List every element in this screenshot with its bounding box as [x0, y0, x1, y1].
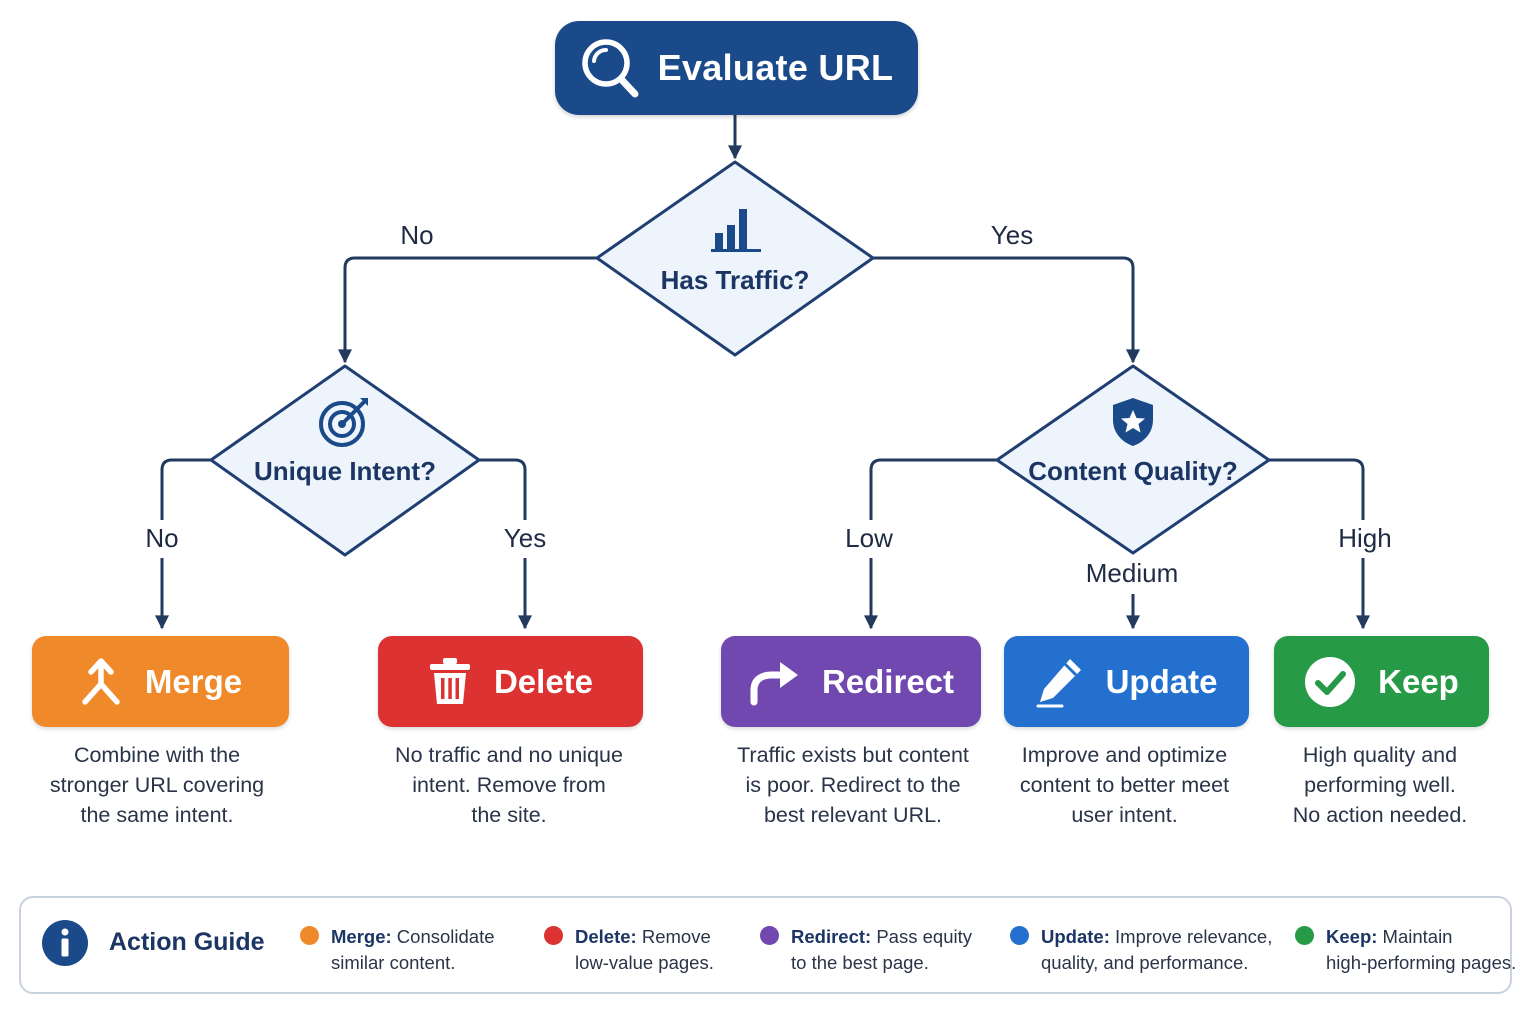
action-delete-label: Delete	[493, 662, 594, 700]
edge-label-intent-yes: Yes	[503, 523, 547, 553]
decision-quality-label: Content Quality?	[1028, 456, 1238, 486]
edge-label-traffic-no: No	[400, 220, 434, 250]
action-keep-box: Keep	[1274, 636, 1489, 727]
edge-intent-no	[160, 458, 212, 520]
edge-traffic-yes	[872, 256, 1140, 364]
legend-dot-merge	[300, 926, 319, 945]
edge-label-quality-high: High	[1338, 523, 1392, 553]
action-update-label: Update	[1105, 662, 1218, 700]
shield-star-icon	[1103, 396, 1163, 448]
legend-title: Action Guide	[109, 928, 265, 956]
action-delete-box: Delete	[378, 636, 643, 727]
edge-quality-low	[869, 458, 1000, 520]
legend-item-update: Update: Improve relevance,quality, and p…	[1010, 924, 1272, 976]
legend-dot-delete	[544, 926, 563, 945]
legend-dot-keep	[1295, 926, 1314, 945]
action-redirect-label: Redirect	[821, 662, 955, 700]
decision-traffic-shape	[595, 160, 875, 357]
edge-label-intent-no: No	[145, 523, 179, 553]
edge-label-quality-low: Low	[845, 523, 893, 553]
legend-dot-update	[1010, 926, 1029, 945]
check-circle-icon	[1305, 656, 1356, 707]
pencil-icon	[1036, 658, 1081, 707]
redirect-arrow-icon	[750, 661, 798, 705]
start-node-label: Evaluate URL	[657, 47, 894, 88]
action-redirect-box: Redirect	[721, 636, 981, 727]
edge-intent-yes	[478, 458, 527, 520]
legend-dot-redirect	[760, 926, 779, 945]
start-node-evaluate-url: Evaluate URL	[555, 21, 918, 115]
search-icon	[581, 39, 639, 98]
edge-traffic-no	[338, 256, 598, 364]
action-update-box: Update	[1004, 636, 1249, 727]
edge-label-quality-medium: Medium	[1085, 558, 1179, 588]
action-merge-box: Merge	[32, 636, 289, 727]
merge-arrow-icon	[82, 657, 120, 705]
trash-icon	[429, 657, 470, 704]
edge-quality-high	[1268, 458, 1365, 520]
decision-quality-shape	[995, 364, 1271, 555]
edge-label-traffic-yes: Yes	[990, 220, 1034, 250]
action-merge-label: Merge	[144, 662, 243, 700]
info-icon	[42, 920, 88, 966]
action-keep-label: Keep	[1378, 662, 1459, 700]
target-icon	[315, 396, 375, 448]
bar-chart-icon	[705, 205, 765, 253]
decision-traffic-label: Has Traffic?	[660, 265, 810, 295]
decision-intent-shape	[209, 364, 481, 557]
decision-intent-label: Unique Intent?	[254, 456, 436, 486]
